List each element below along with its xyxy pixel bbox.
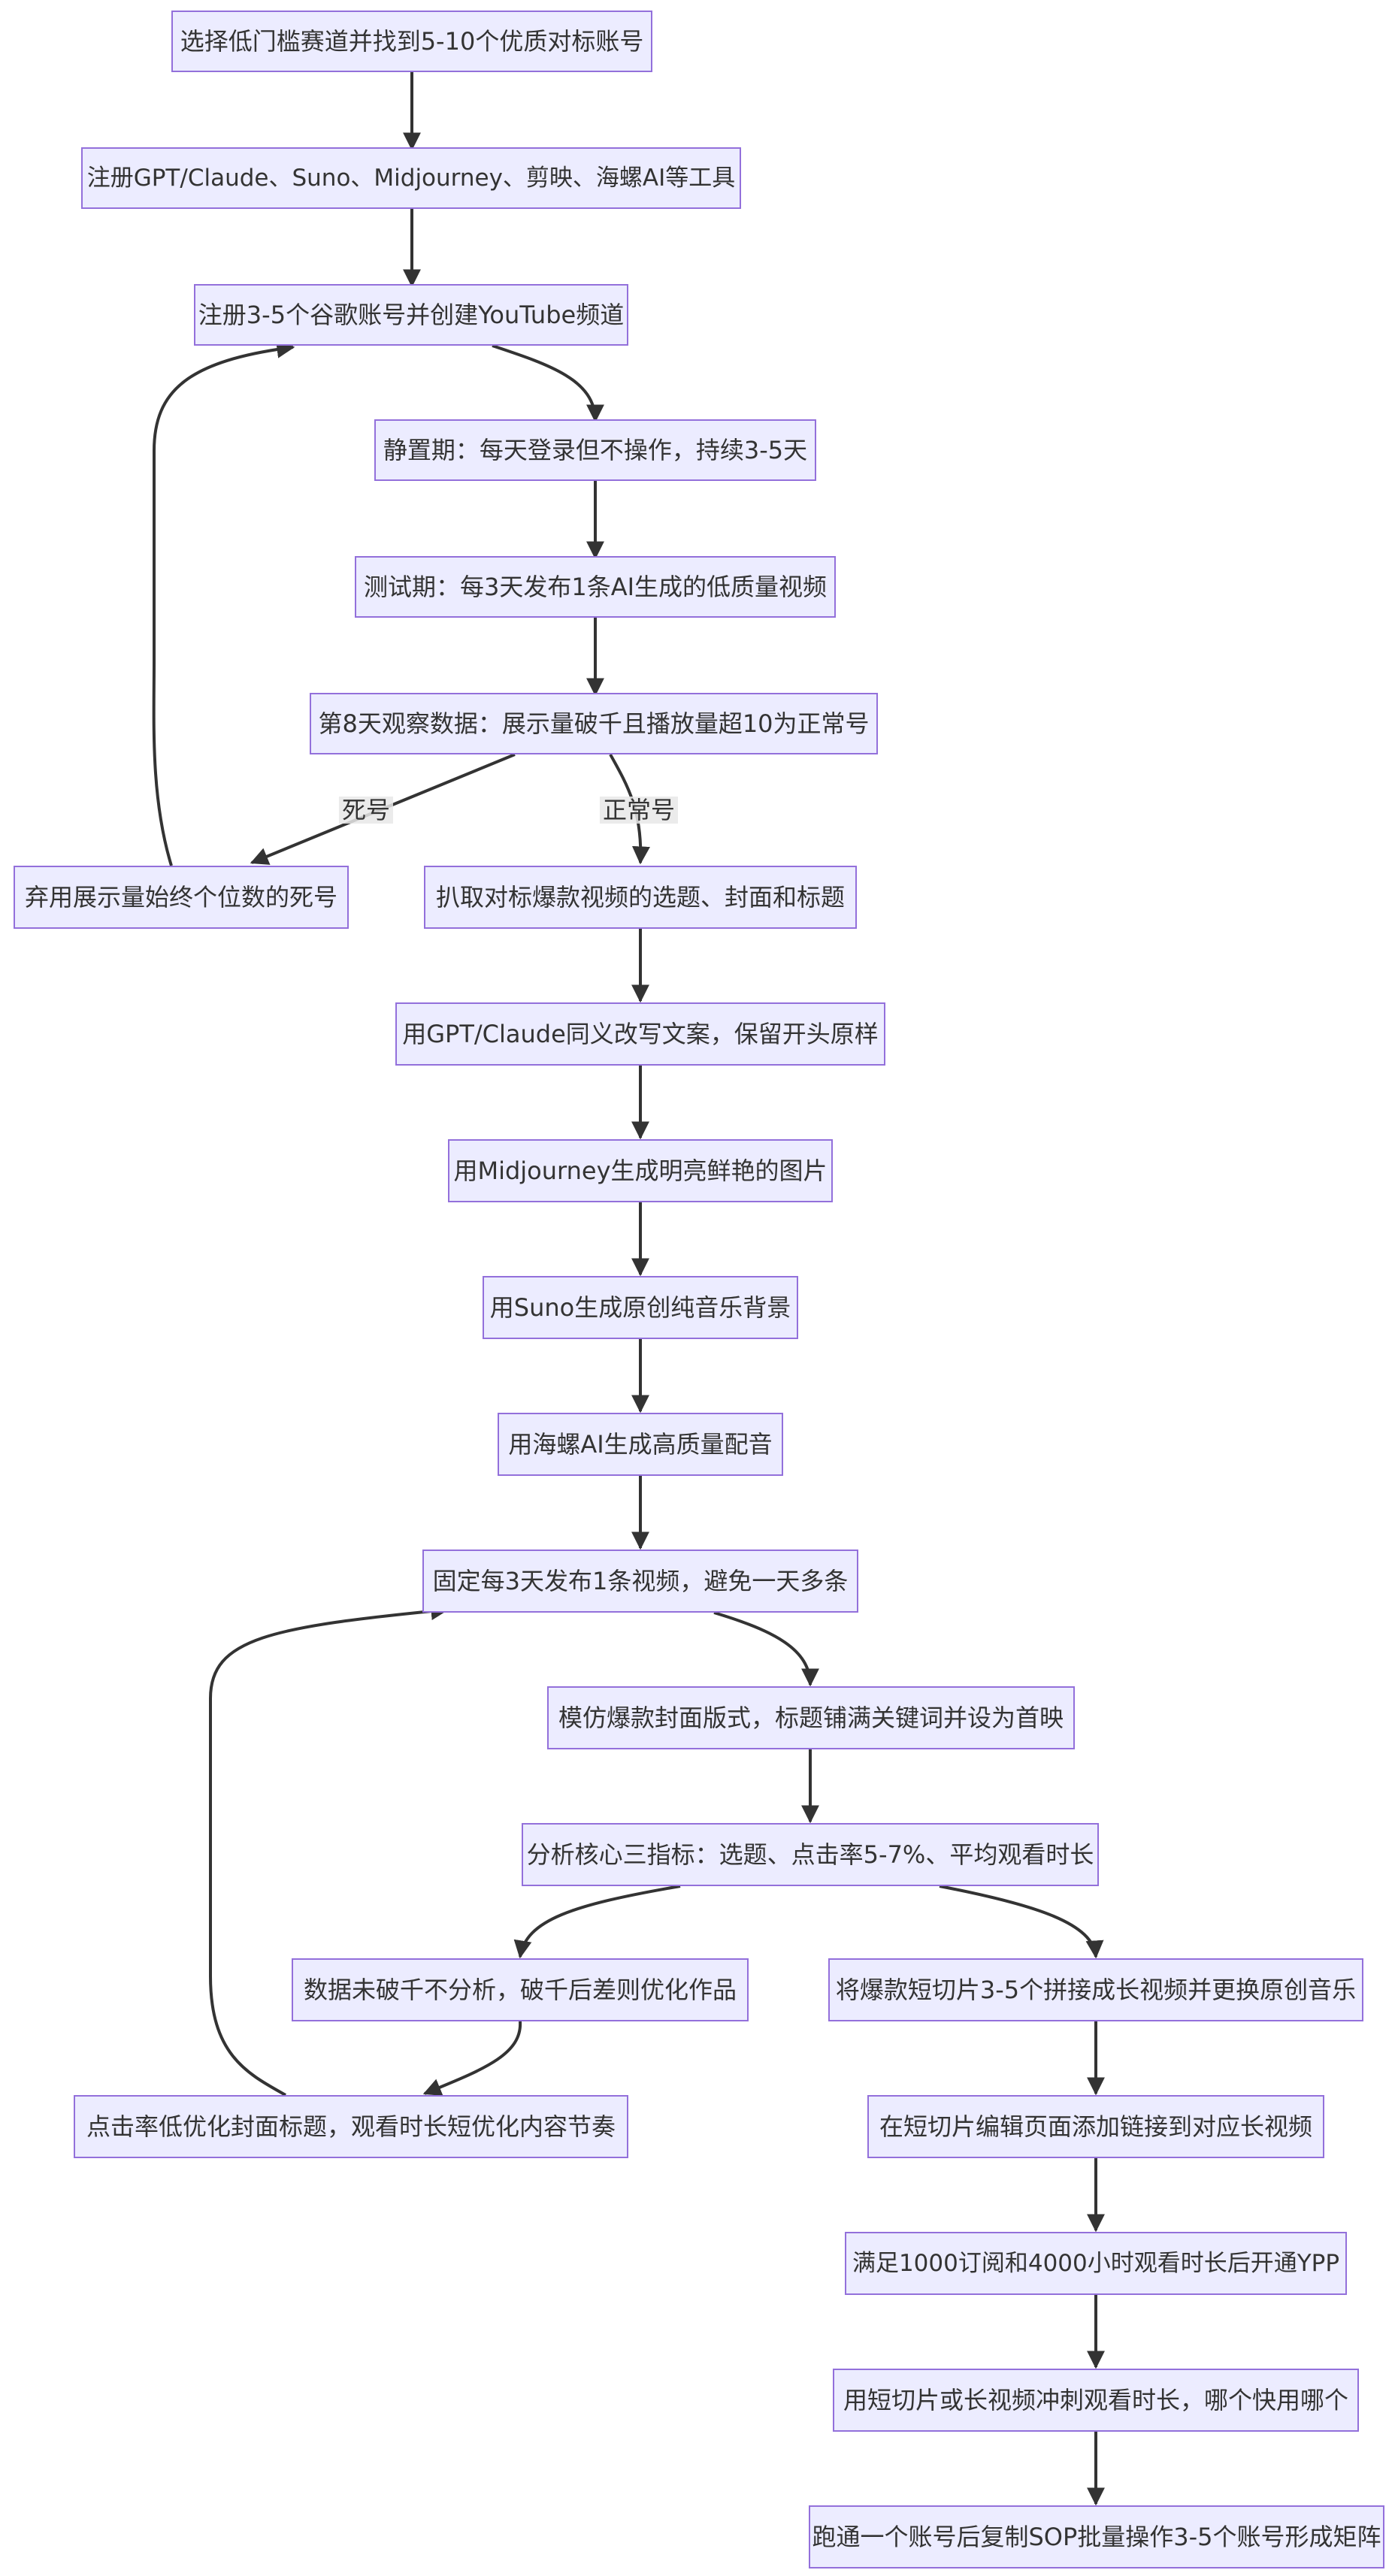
- node-n19: 在短切片编辑页面添加链接到对应长视频: [867, 2095, 1324, 2158]
- edge-label-dead-account: 死号: [338, 797, 394, 824]
- node-n3: 注册3-5个谷歌账号并创建YouTube频道: [194, 284, 628, 346]
- node-n21: 用短切片或长视频冲刺观看时长，哪个快用哪个: [833, 2369, 1359, 2432]
- node-n14: 模仿爆款封面版式，标题铺满关键词并设为首映: [547, 1686, 1075, 1749]
- node-n10: 用Midjourney生成明亮鲜艳的图片: [448, 1139, 833, 1202]
- node-n22: 跑通一个账号后复制SOP批量操作3-5个账号形成矩阵: [809, 2505, 1384, 2568]
- node-n16: 数据未破千不分析，破千后差则优化作品: [292, 1958, 749, 2021]
- node-n4: 静置期：每天登录但不操作，持续3-5天: [374, 419, 816, 481]
- node-n20: 满足1000订阅和4000小时观看时长后开通YPP: [845, 2232, 1347, 2295]
- node-n12: 用海螺AI生成高质量配音: [498, 1413, 783, 1476]
- node-n2: 注册GPT/Claude、Suno、Midjourney、剪映、海螺AI等工具: [81, 147, 741, 209]
- node-n6: 第8天观察数据：展示量破千且播放量超10为正常号: [310, 693, 878, 754]
- node-n8: 扒取对标爆款视频的选题、封面和标题: [424, 866, 857, 929]
- edge-e16: [513, 1885, 681, 1959]
- edge-e8: [152, 340, 295, 866]
- edge-e3: [492, 344, 604, 423]
- edge-e18: [422, 2021, 522, 2096]
- node-n17: 将爆款短切片3-5个拼接成长视频并更换原创音乐: [828, 1958, 1363, 2021]
- node-n1: 选择低门槛赛道并找到5-10个优质对标账号: [171, 11, 652, 72]
- node-n5: 测试期：每3天发布1条AI生成的低质量视频: [355, 556, 836, 618]
- edge-e19: [209, 1602, 449, 2097]
- node-n11: 用Suno生成原创纯音乐背景: [483, 1276, 798, 1339]
- edge-label-normal-account: 正常号: [599, 797, 679, 824]
- node-n13: 固定每3天发布1条视频，避免一天多条: [422, 1550, 858, 1613]
- edge-e17: [939, 1885, 1104, 1959]
- node-n9: 用GPT/Claude同义改写文案，保留开头原样: [395, 1002, 885, 1066]
- node-n15: 分析核心三指标：选题、点击率5-7%、平均观看时长: [522, 1823, 1099, 1886]
- node-n18: 点击率低优化封面标题，观看时长短优化内容节奏: [74, 2095, 628, 2158]
- node-n7: 弃用展示量始终个位数的死号: [14, 866, 349, 929]
- edge-e14: [713, 1611, 819, 1687]
